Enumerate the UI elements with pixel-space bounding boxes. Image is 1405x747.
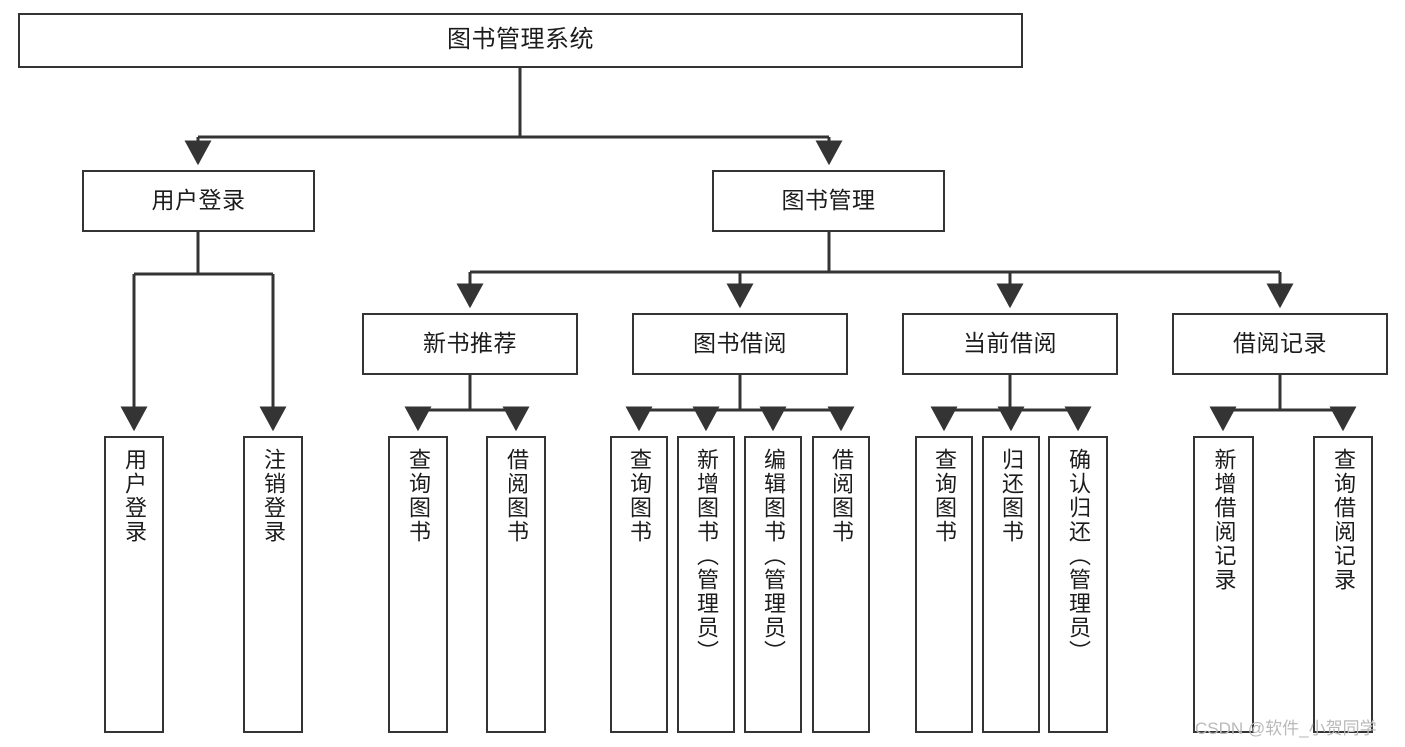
node-leaf-query-record[interactable]: 查询借阅记录 <box>1313 436 1373 733</box>
node-current-borrow[interactable]: 当前借阅 <box>902 313 1118 375</box>
node-current-borrow-label: 当前借阅 <box>963 330 1057 357</box>
node-leaf-edit-book[interactable]: 编辑图书（管理员） <box>744 436 802 733</box>
node-leaf-confirm-return[interactable]: 确认归还（管理员） <box>1048 436 1108 733</box>
node-leaf-return-book-label: 归还图书 <box>999 448 1024 544</box>
node-new-book-rec[interactable]: 新书推荐 <box>362 313 578 375</box>
node-new-book-rec-label: 新书推荐 <box>423 330 517 357</box>
node-root-label: 图书管理系统 <box>447 26 594 54</box>
node-leaf-query-record-label: 查询借阅记录 <box>1331 448 1356 592</box>
node-leaf-query-book-1-label: 查询图书 <box>406 448 431 544</box>
node-book-borrow[interactable]: 图书借阅 <box>632 313 848 375</box>
node-leaf-query-book-3-label: 查询图书 <box>932 448 957 544</box>
node-user-login[interactable]: 用户登录 <box>82 170 315 232</box>
node-leaf-add-book-label: 新增图书（管理员） <box>694 448 719 664</box>
node-leaf-add-book[interactable]: 新增图书（管理员） <box>677 436 735 733</box>
node-leaf-add-record-label: 新增借阅记录 <box>1211 448 1237 592</box>
node-leaf-query-book-2[interactable]: 查询图书 <box>610 436 668 733</box>
node-leaf-logout-label: 注销登录 <box>261 448 286 544</box>
node-book-borrow-label: 图书借阅 <box>693 330 787 357</box>
node-leaf-borrow-book-2[interactable]: 借阅图书 <box>812 436 870 733</box>
node-leaf-query-book-3[interactable]: 查询图书 <box>915 436 973 733</box>
node-leaf-user-login[interactable]: 用户登录 <box>104 436 164 733</box>
node-leaf-confirm-return-label: 确认归还（管理员） <box>1066 448 1091 664</box>
node-leaf-query-book-1[interactable]: 查询图书 <box>388 436 448 733</box>
node-leaf-logout[interactable]: 注销登录 <box>243 436 303 733</box>
node-book-manage-label: 图书管理 <box>781 187 876 214</box>
node-leaf-return-book[interactable]: 归还图书 <box>982 436 1040 733</box>
node-leaf-user-login-label: 用户登录 <box>122 448 147 544</box>
node-borrow-record[interactable]: 借阅记录 <box>1172 313 1388 375</box>
node-leaf-borrow-book-2-label: 借阅图书 <box>829 448 854 544</box>
node-book-manage[interactable]: 图书管理 <box>712 170 945 232</box>
watermark: CSDN @软件_小贺同学 <box>1195 719 1377 738</box>
node-borrow-record-label: 借阅记录 <box>1233 330 1327 357</box>
node-leaf-query-book-2-label: 查询图书 <box>627 448 652 544</box>
node-leaf-borrow-book-1[interactable]: 借阅图书 <box>486 436 546 733</box>
node-leaf-add-record[interactable]: 新增借阅记录 <box>1193 436 1254 733</box>
node-root[interactable]: 图书管理系统 <box>18 13 1023 68</box>
node-leaf-borrow-book-1-label: 借阅图书 <box>504 448 529 544</box>
node-leaf-edit-book-label: 编辑图书（管理员） <box>761 448 786 664</box>
node-user-login-label: 用户登录 <box>151 187 246 214</box>
